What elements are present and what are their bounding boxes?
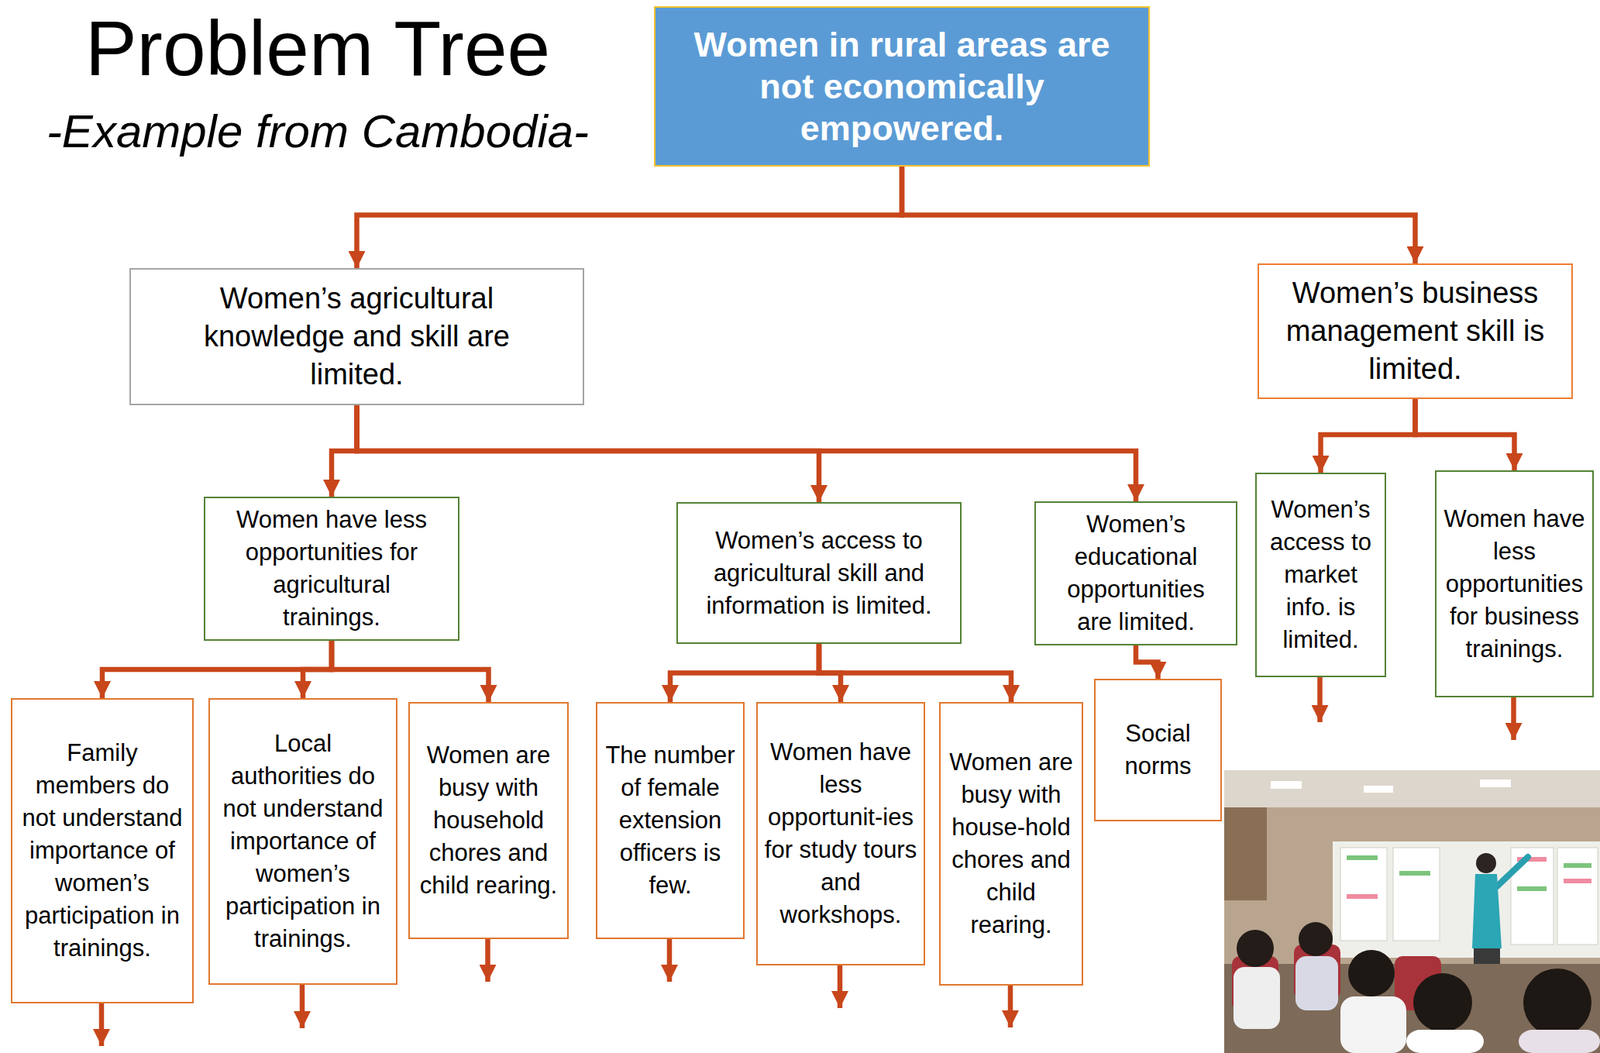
problem-box: Women’s agricultural knowledge and skill… [129, 268, 585, 406]
dangling-arrow [667, 939, 673, 982]
box-text: Women’s access to market info. is limite… [1267, 493, 1374, 657]
problem-box: Women are busy with house-hold chores an… [939, 701, 1084, 986]
box-text: Women are busy with household chores and… [416, 739, 561, 902]
problem-box: Women’s access to agricultural skill and… [676, 502, 962, 644]
problem-box: Local authorities do not understand impo… [208, 698, 398, 985]
problem-box: Women have less opportunit-ies for study… [756, 701, 926, 966]
tree-connector [102, 640, 332, 699]
edge-group [102, 166, 1515, 702]
box-text: Local authorities do not understand impo… [216, 727, 390, 956]
tree-connector [331, 405, 358, 497]
box-text: Women’s access to agricultural skill and… [690, 524, 948, 623]
problem-box: Women’s access to market info. is limite… [1255, 472, 1387, 678]
box-text: Women’s educational opportunities are li… [1048, 508, 1224, 639]
problem-box: The number of female extension officers … [595, 701, 745, 940]
photo-sheet [1393, 847, 1440, 941]
photo-wall [1224, 770, 1600, 1053]
photo-person [1340, 996, 1407, 1053]
photo-sheet [1557, 847, 1598, 945]
tree-connector [357, 405, 1137, 502]
tree-connector [331, 640, 489, 702]
photo-person [1233, 966, 1280, 1029]
tree-connector [1321, 399, 1416, 473]
photo-curtain [1224, 807, 1267, 901]
photo-note [1517, 886, 1547, 892]
tree-connector [1415, 399, 1515, 471]
tree-connector [357, 166, 903, 269]
box-text: Women in rural areas are not economicall… [678, 24, 1126, 150]
subtitle-label: -Example from Cambodia- [15, 102, 620, 161]
problem-box: Family members do not understand importa… [10, 698, 194, 1004]
photo-note [1346, 894, 1378, 899]
photo-sheet [1340, 847, 1387, 941]
box-text: Women have less opportunities for agricu… [228, 503, 435, 634]
tree-connector [670, 643, 819, 702]
photo-person [1298, 922, 1333, 957]
problem-box: Women have less opportunities for agricu… [203, 496, 460, 641]
photo-person [1406, 1029, 1484, 1053]
tree-connector [1135, 645, 1159, 679]
box-text: Women are busy with house-hold chores an… [946, 746, 1076, 942]
photo-light [1363, 785, 1394, 793]
diagram-title: Problem Tree [30, 1, 605, 95]
photo-sheet [1510, 847, 1554, 945]
dangling-arrow [299, 984, 306, 1029]
dangling-arrow [1317, 677, 1323, 723]
photo-board [1332, 841, 1600, 958]
photo-ceiling [1224, 770, 1600, 808]
photo-person [1236, 929, 1274, 967]
problem-box: Women in rural areas are not economicall… [653, 6, 1150, 167]
photo-note [1563, 878, 1592, 884]
dangling-arrow [485, 939, 491, 982]
tree-connector [901, 166, 1416, 264]
workshop-photo [1224, 770, 1600, 1053]
problem-box: Women’s business management skill is lim… [1257, 263, 1573, 400]
problem-box: Women’s educational opportunities are li… [1034, 501, 1238, 646]
photo-note [1399, 870, 1431, 876]
box-text: The number of female extension officers … [603, 739, 737, 902]
dangling-arrow [99, 1003, 105, 1047]
box-text: Women’s agricultural knowledge and skill… [185, 279, 529, 394]
photo-light [1479, 779, 1511, 788]
photo-head [1476, 853, 1497, 874]
photo-person [1523, 968, 1592, 1037]
photo-light [1270, 781, 1302, 789]
problem-box: Social norms [1094, 678, 1222, 822]
photo-presenter [1472, 873, 1502, 949]
box-text: Women have less opportunities for busine… [1441, 502, 1588, 666]
photo-person [1413, 973, 1473, 1033]
dangling-arrow [1008, 985, 1014, 1028]
photo-person [1518, 1029, 1600, 1053]
box-text: Family members do not understand importa… [18, 736, 186, 965]
box-text: Women have less opportunit-ies for study… [763, 736, 918, 932]
problem-box: Women are busy with household chores and… [408, 701, 569, 940]
photo-person [1348, 949, 1395, 997]
tree-connector [302, 640, 332, 699]
photo-arm [1496, 856, 1528, 887]
photo-note [1563, 863, 1592, 868]
dangling-arrow [837, 965, 844, 1009]
box-text: Women’s business management skill is lim… [1269, 274, 1561, 389]
tree-connector [818, 643, 1012, 702]
problem-box: Women have less opportunities for busine… [1434, 470, 1594, 698]
photo-note [1346, 855, 1378, 861]
dangling-arrow [1510, 697, 1517, 740]
photo-person [1295, 956, 1339, 1011]
box-text: Social norms [1101, 717, 1215, 783]
tree-connector [357, 405, 820, 503]
